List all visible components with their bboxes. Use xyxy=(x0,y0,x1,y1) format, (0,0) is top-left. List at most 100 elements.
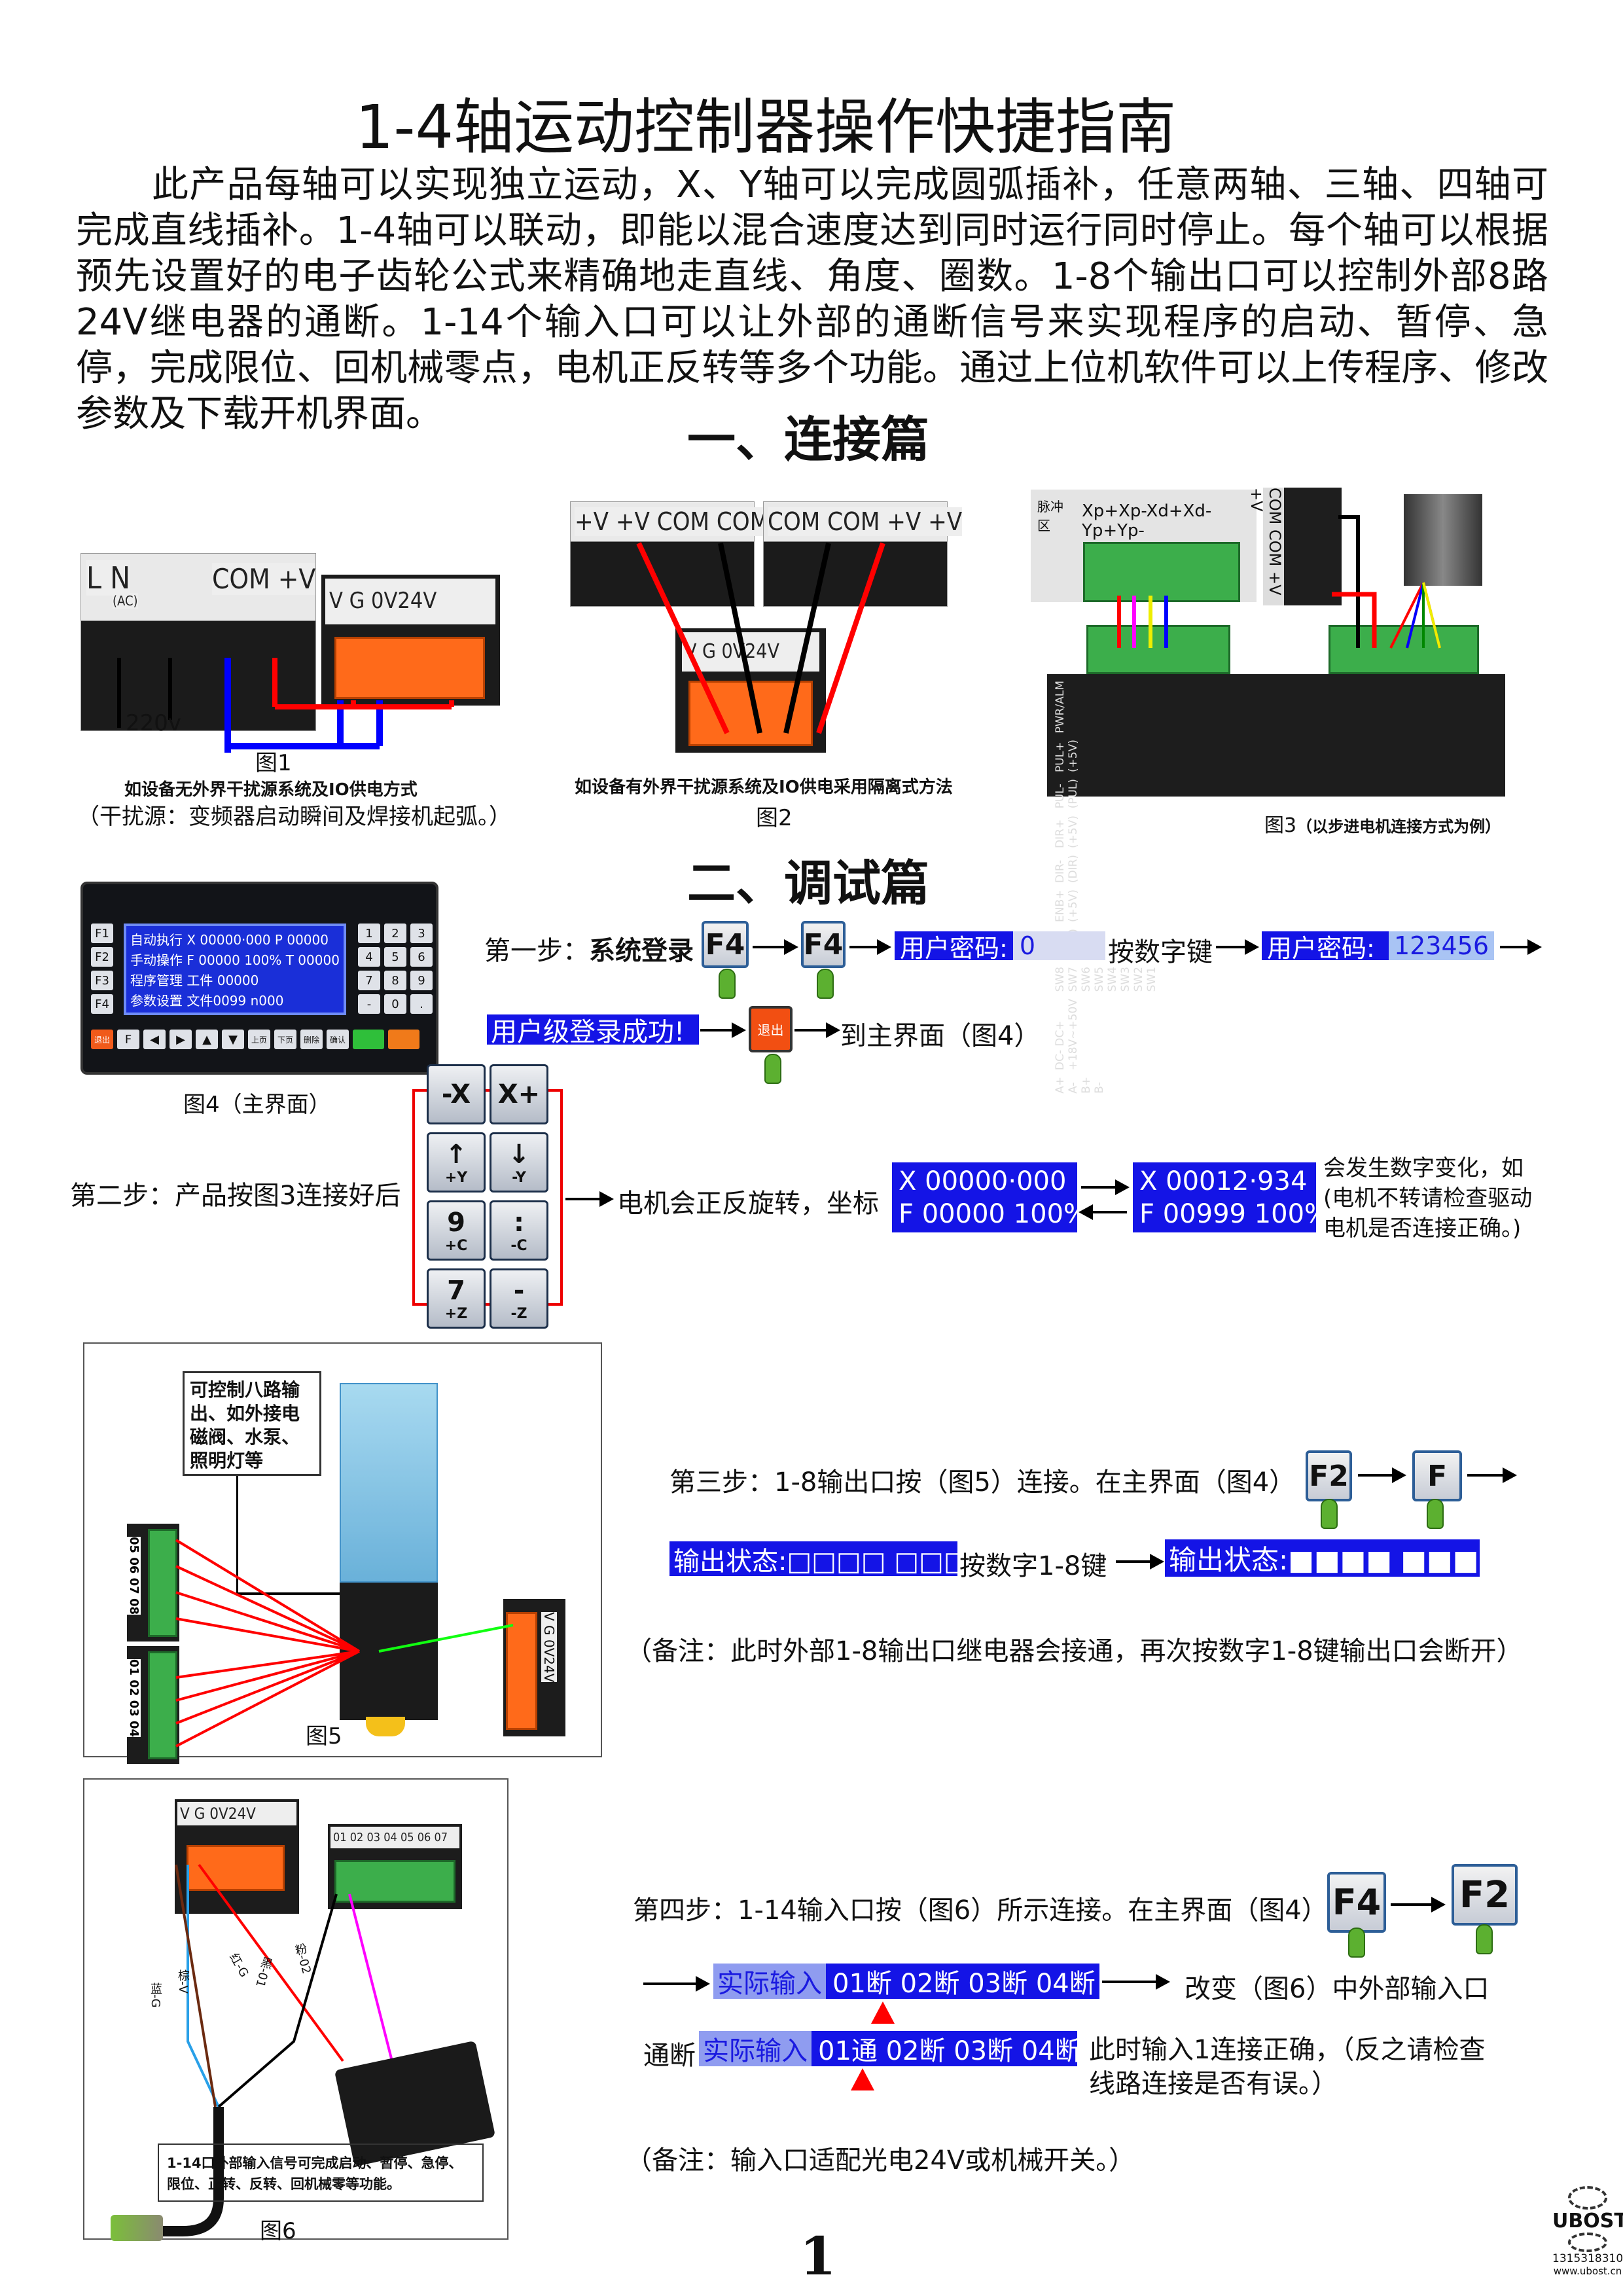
fig2-label: 图2 xyxy=(756,805,793,831)
note-line: (电机不转请检查驱动 xyxy=(1323,1185,1533,1211)
gear-icon xyxy=(1568,2233,1607,2252)
lcd-value: 0 xyxy=(1012,931,1105,960)
fig4-label: 图4（主界面） xyxy=(183,1092,331,1118)
fig6-input-figure: V G 0V24V 01 02 03 04 05 06 07 蓝-G 棕-V 红… xyxy=(83,1778,508,2244)
screen-row: 手动操作 F 00000 100% T 00000 xyxy=(130,952,340,968)
plus-y-key-icon: ↑+Y xyxy=(427,1132,486,1193)
lcd-value: 01断 02断 03断 04断 xyxy=(832,1969,1096,1999)
key-sub: +Z xyxy=(444,1305,468,1322)
lcd-output-off: 输出状态:□□□□ □□□□ xyxy=(669,1541,957,1576)
f4-key-icon: F4 xyxy=(1327,1872,1386,1933)
stepper-driver-photo: PWR/ALM PUL+(+5V) PUL-(PUL) DIR+(+5V) DI… xyxy=(1047,674,1505,1094)
f1-key: F1 xyxy=(91,924,113,943)
num-key: 4 xyxy=(358,947,380,967)
f4-key-icon: F4 xyxy=(702,921,749,968)
to-main-text: 到主界面（图4） xyxy=(840,1021,1041,1051)
controller-device-image: F1 F2 F3 F4 自动执行 X 00000·000 P 00000 手动操… xyxy=(80,882,438,1075)
minus-c-key-icon: :-C xyxy=(490,1200,548,1261)
fig2-right-power-photo: COM COM +V +V xyxy=(763,501,963,607)
f4-key: F4 xyxy=(91,994,113,1014)
page-up-key: 上页 xyxy=(248,1030,270,1049)
arrow-right-icon xyxy=(794,1022,840,1038)
minus-z-key-icon: --Z xyxy=(490,1268,548,1329)
fig3-pulse-label: 脉冲区 xyxy=(1037,499,1063,533)
terminal-label: 05 06 07 08 xyxy=(127,1537,141,1615)
start-key xyxy=(353,1030,384,1049)
page-number: 1 xyxy=(800,2225,836,2287)
terminal-label: V G 0V24V xyxy=(177,1802,296,1825)
confirm-key: 确认 xyxy=(327,1030,349,1049)
driver-signal-terminal xyxy=(1086,625,1230,674)
step1-login: 系统登录 xyxy=(589,936,694,966)
proximity-sensor-icon xyxy=(111,2215,163,2241)
arrow-right-icon xyxy=(1500,939,1542,955)
key-label: - xyxy=(513,1275,525,1306)
lcd-value: 123456 xyxy=(1388,931,1494,960)
hand-pointer-icon xyxy=(764,1054,781,1084)
lcd-line: X 00012·934 xyxy=(1139,1166,1308,1196)
driver-label: PUL-(PUL) xyxy=(1054,779,1080,809)
relay-clip xyxy=(366,1717,405,1736)
step2-label: 第二步：产品按图3连接好后 xyxy=(70,1181,401,1211)
num-key: . xyxy=(410,994,433,1014)
driver-label: DC- DC+ +18V~+50V xyxy=(1054,998,1080,1070)
fig5-label: 图5 xyxy=(306,1723,342,1749)
key-label: ↑ xyxy=(445,1139,467,1170)
note-line: 会发生数字变化，如 xyxy=(1323,1155,1524,1181)
f2-key-icon: F2 xyxy=(1452,1864,1518,1926)
axis-keypad: -X X+ ↑+Y ↓-Y 9+C :-C 7+Z --Z xyxy=(427,1064,548,1329)
fig3-power-terminal-photo: COM COM +V +V xyxy=(1247,488,1342,605)
change-input-text: 改变（图6）中外部输入口 xyxy=(1185,1974,1489,2004)
page-title: 1-4轴运动控制器操作快捷指南 xyxy=(355,92,1177,162)
lcd-line: F 00000 100% xyxy=(899,1198,1077,1229)
driver-label: SW8 SW7 SW6 SW5 SW4 SW3 SW2 SW1 xyxy=(1054,967,1158,992)
step1-label: 第一步：系统登录 xyxy=(484,929,694,967)
f4-key-icon: F4 xyxy=(801,921,846,968)
power-terminal: V G 0V24V xyxy=(503,1599,565,1736)
keypad-bracket xyxy=(412,1089,563,1306)
fig3-wiring xyxy=(1117,515,1441,649)
fig1-io-connector: V G 0V24V xyxy=(321,575,500,706)
result-line: 此时输入1连接正确，（反之请检查 xyxy=(1089,2035,1486,2065)
lcd-value: 01通 02断 03断 04断 xyxy=(818,2036,1077,2066)
exit-key-icon: 退出 xyxy=(749,1006,793,1052)
fig5-relay-figure: 可控制八路输出、如外接电磁阀、水泵、照明灯等 05 06 07 08 01 02… xyxy=(83,1342,602,1764)
fig3-label-text: 图3 xyxy=(1264,814,1297,837)
minus-y-key-icon: ↓-Y xyxy=(490,1132,548,1193)
left-key: ◀ xyxy=(143,1030,166,1049)
f2-key: F2 xyxy=(91,947,113,967)
step3-note: （备注：此时外部1-8输出口继电器会接通，再次按数字1-8键输出口会断开） xyxy=(626,1636,1523,1666)
arrow-right-icon xyxy=(1467,1467,1517,1483)
num-key: 5 xyxy=(384,947,406,967)
f-key-icon: F xyxy=(1412,1450,1462,1501)
fig5-note-box: 可控制八路输出、如外接电磁阀、水泵、照明灯等 xyxy=(183,1371,321,1476)
hand-pointer-icon xyxy=(1348,1928,1365,1958)
screen-row: 参数设置 文件0099 n000 xyxy=(130,993,284,1009)
fig6-note-box: 1-14口外部输入信号可完成启动、暂停、急停、限位、正转、反转、回机械零等功能。 xyxy=(158,2144,484,2202)
fig3-caption: （以步进电机连接方式为例） xyxy=(1296,817,1501,836)
key-label: X+ xyxy=(497,1079,541,1109)
result-line: 线路连接是否有误。） xyxy=(1089,2069,1338,2099)
lcd-login-success: 用户级登录成功! xyxy=(487,1014,699,1045)
arrow-right-icon xyxy=(1358,1467,1406,1483)
fig1-label: 图1 xyxy=(255,750,292,776)
key-label: 9 xyxy=(447,1207,465,1238)
num-key: 3 xyxy=(410,924,433,943)
num-key: 8 xyxy=(384,971,406,990)
step4-note: （备注：输入口适配光电24V或机械开关。） xyxy=(626,2145,1135,2176)
lcd-line: X 00000·000 xyxy=(899,1166,1067,1196)
fig2-right-label: COM COM +V +V xyxy=(768,507,963,536)
step4-label: 第四步：1-14输入口按（图6）所示连接。在主界面（图4） xyxy=(633,1895,1328,1926)
intro-paragraph: 此产品每轴可以实现独立运动，X、Y轴可以完成圆弧插补，任意两轴、三轴、四轴可完成… xyxy=(76,164,1548,435)
minus-x-key-icon: -X xyxy=(427,1064,486,1124)
plus-c-key-icon: 9+C xyxy=(427,1200,486,1261)
arrow-right-icon xyxy=(1391,1897,1446,1912)
device-screen: 自动执行 X 00000·000 P 00000 手动操作 F 00000 10… xyxy=(124,924,346,1015)
exit-key: 退出 xyxy=(91,1030,113,1049)
arrow-right-icon xyxy=(565,1191,614,1207)
lcd-password-entered: 用户密码:123456 xyxy=(1262,931,1494,960)
stop-key xyxy=(388,1030,419,1049)
terminal-label: V G 0V24V xyxy=(541,1612,557,1683)
